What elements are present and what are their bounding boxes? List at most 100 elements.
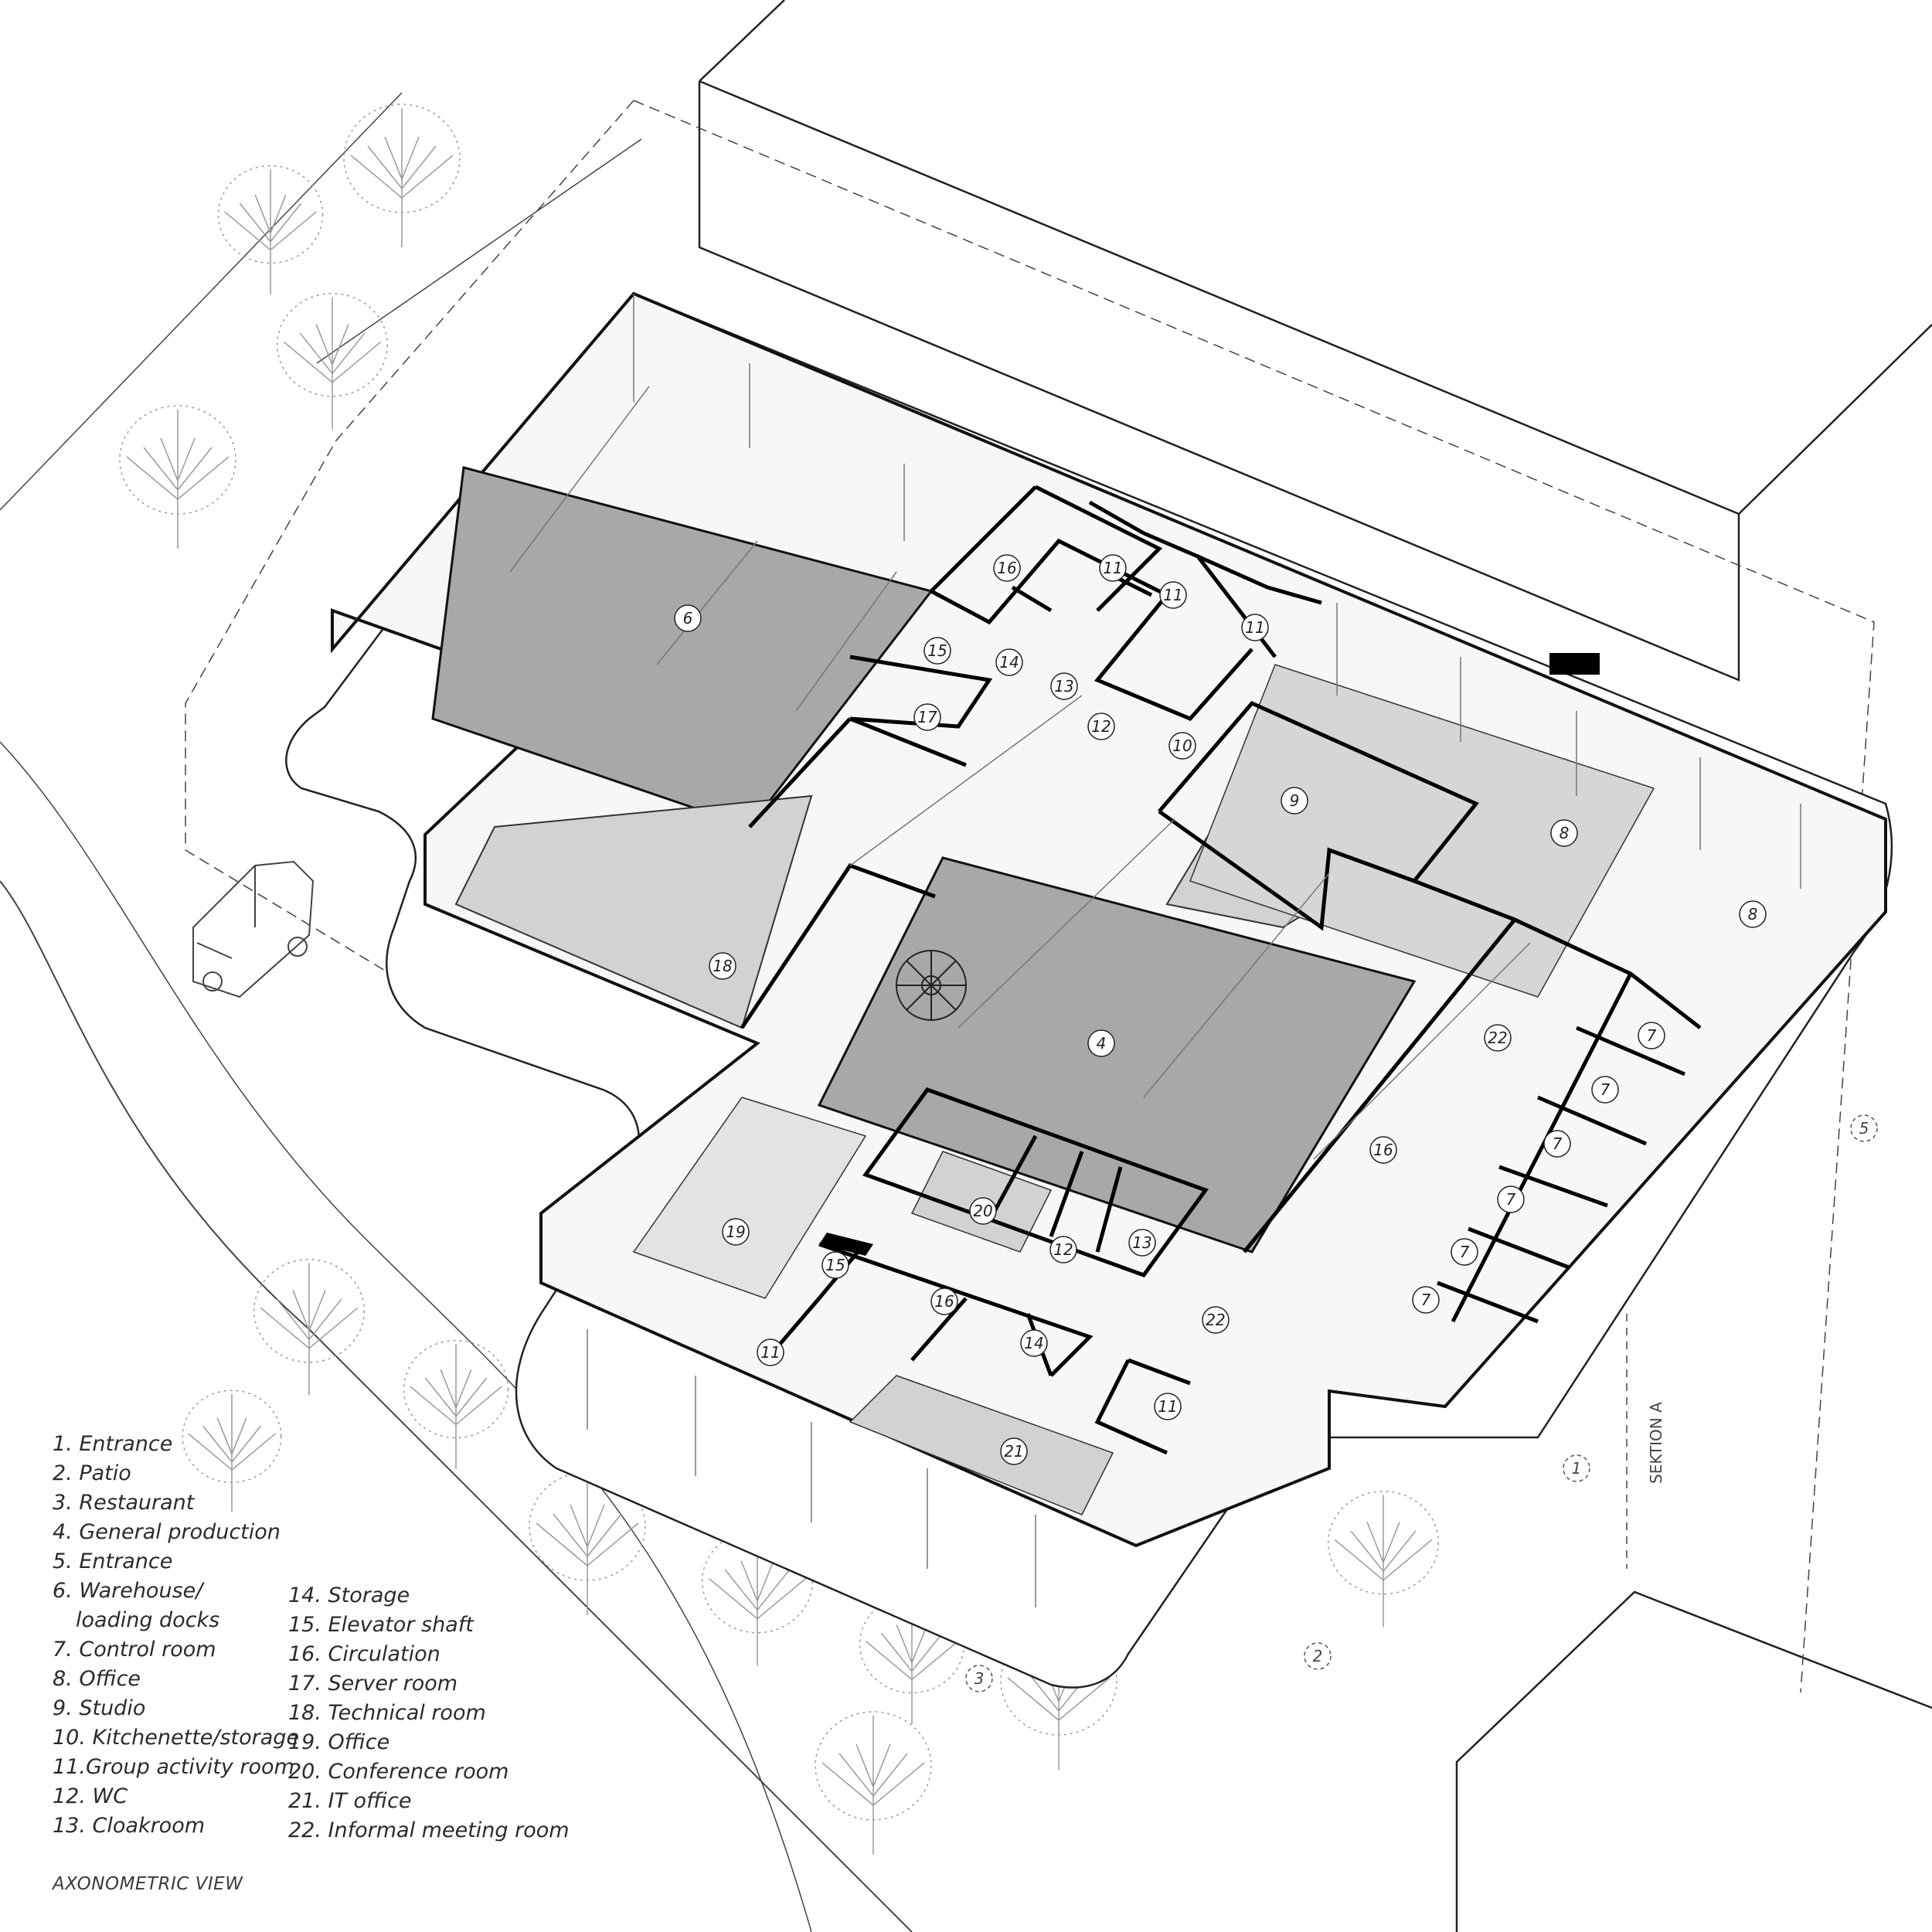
- room-label-storage-north: 14: [995, 648, 1023, 676]
- room-label-circle: [1168, 732, 1196, 760]
- room-label-circle: [995, 648, 1023, 676]
- legend-item: 7. Control room: [53, 1638, 216, 1662]
- room-label-control-room-5: 7: [1451, 1238, 1478, 1266]
- legend-item: 19. Office: [288, 1730, 390, 1754]
- room-label-informal-meeting-east: 22: [1484, 1024, 1512, 1052]
- room-label-control-room-2: 7: [1591, 1076, 1619, 1104]
- floor-it-office: [849, 1375, 1114, 1515]
- legend-item: 16. Circulation: [288, 1642, 440, 1666]
- room-label-group-activity-south-2: 11: [1154, 1393, 1182, 1420]
- room-label-text: 15: [927, 641, 947, 660]
- room-label-text: 6: [683, 609, 693, 628]
- room-label-text: 9: [1290, 791, 1300, 810]
- room-label-circle: [1484, 1024, 1512, 1052]
- room-label-control-room-4: 7: [1497, 1185, 1525, 1213]
- room-label-circle: [1412, 1286, 1440, 1314]
- room-label-text: 11: [760, 1343, 780, 1362]
- room-label-circle: [1020, 1329, 1048, 1357]
- elevator-black-north: [1549, 653, 1600, 675]
- legend-item: 5. Entrance: [53, 1549, 173, 1573]
- room-label-conference-room: 20: [969, 1197, 997, 1225]
- callout-text: 1: [1572, 1459, 1582, 1478]
- room-label-text: 14: [1024, 1334, 1043, 1352]
- room-label-text: 13: [1132, 1233, 1151, 1252]
- tree-icon: [529, 1471, 646, 1615]
- callout-text: 2: [1313, 1647, 1323, 1665]
- wall-control-rooms: [1437, 972, 1685, 1324]
- room-label-text: 17: [917, 708, 937, 726]
- room-label-circulation-north: 16: [993, 554, 1021, 582]
- room-label-circle: [969, 1197, 997, 1225]
- room-label-group-activity-north-3: 11: [1241, 614, 1269, 641]
- room-label-circle: [930, 1287, 958, 1315]
- room-label-circle: [1369, 1136, 1397, 1164]
- building-floor: [331, 291, 1887, 1607]
- room-label-technical-room: 18: [709, 952, 736, 980]
- spiral-stair: [896, 950, 967, 1021]
- room-label-elevator-north: 15: [923, 637, 951, 665]
- room-label-warehouse: 6: [674, 604, 702, 632]
- legend-item: 3. Restaurant: [53, 1491, 195, 1515]
- callout-entrance-south: 1: [1563, 1454, 1590, 1482]
- room-label-text: 7: [1600, 1080, 1611, 1099]
- callout-entrance-east: 5: [1850, 1114, 1878, 1142]
- room-label-text: 8: [1560, 824, 1570, 842]
- room-label-circle: [1591, 1076, 1619, 1104]
- room-label-text: 19: [726, 1223, 745, 1241]
- tree-icon: [403, 1339, 509, 1469]
- room-label-text: 12: [1091, 717, 1111, 736]
- beam-lines: [509, 294, 1531, 1160]
- room-label-wc-south: 12: [1049, 1236, 1077, 1264]
- room-label-circle: [1154, 1393, 1182, 1420]
- room-label-circle: [1638, 1022, 1665, 1049]
- room-label-circle: [1099, 554, 1127, 582]
- room-label-office-east-1: 8: [1550, 819, 1578, 847]
- room-label-circle: [1159, 581, 1187, 609]
- room-label-control-room-1: 7: [1638, 1022, 1665, 1049]
- room-label-text: 11: [1245, 618, 1264, 637]
- room-label-circle: [1050, 672, 1078, 700]
- room-label-text: 14: [999, 653, 1019, 672]
- tree-icon: [277, 293, 388, 430]
- room-label-office-east-2: 8: [1739, 900, 1767, 928]
- delivery-van: [192, 860, 315, 998]
- room-label-circle: [1128, 1229, 1156, 1257]
- tree-icon: [253, 1259, 365, 1396]
- tree-icon: [343, 104, 461, 247]
- view-title: AXONOMETRIC VIEW: [53, 1874, 243, 1894]
- room-label-text: 15: [825, 1256, 845, 1274]
- room-label-circle: [1087, 713, 1115, 740]
- street-curve-outer: [0, 880, 913, 1932]
- room-label-text: 11: [1163, 586, 1182, 604]
- room-label-circle: [1739, 900, 1767, 928]
- legend-item: loading docks: [76, 1608, 220, 1632]
- room-label-circulation-east: 16: [1369, 1136, 1397, 1164]
- room-label-text: 7: [1506, 1190, 1516, 1209]
- room-label-circle: [1000, 1437, 1028, 1465]
- room-label-it-office: 21: [1000, 1437, 1028, 1465]
- room-label-text: 7: [1421, 1291, 1431, 1309]
- room-label-text: 7: [1647, 1026, 1657, 1045]
- legend-item: 6. Warehouse/: [53, 1579, 203, 1603]
- room-label-wc-north: 12: [1087, 713, 1115, 740]
- room-label-office-west: 19: [722, 1218, 750, 1246]
- room-label-kitchenette: 10: [1168, 732, 1196, 760]
- room-label-circle: [1049, 1236, 1077, 1264]
- room-label-text: 22: [1206, 1311, 1225, 1329]
- tree-icon: [1328, 1491, 1439, 1628]
- room-label-circle: [1497, 1185, 1525, 1213]
- callout-circle: [1563, 1454, 1590, 1482]
- room-label-circle: [722, 1218, 750, 1246]
- room-label-elevator-south: 15: [821, 1251, 849, 1279]
- legend-item: 10. Kitchenette/storage: [53, 1726, 300, 1750]
- room-label-text: 16: [1373, 1141, 1393, 1159]
- room-label-circle: [913, 703, 941, 731]
- callout-restaurant: 3: [965, 1665, 993, 1692]
- interior-thin-lines: [509, 294, 1801, 1607]
- room-label-control-room-6: 7: [1412, 1286, 1440, 1314]
- legend-item: 8. Office: [53, 1667, 141, 1691]
- legend-item: 21. IT office: [288, 1789, 412, 1813]
